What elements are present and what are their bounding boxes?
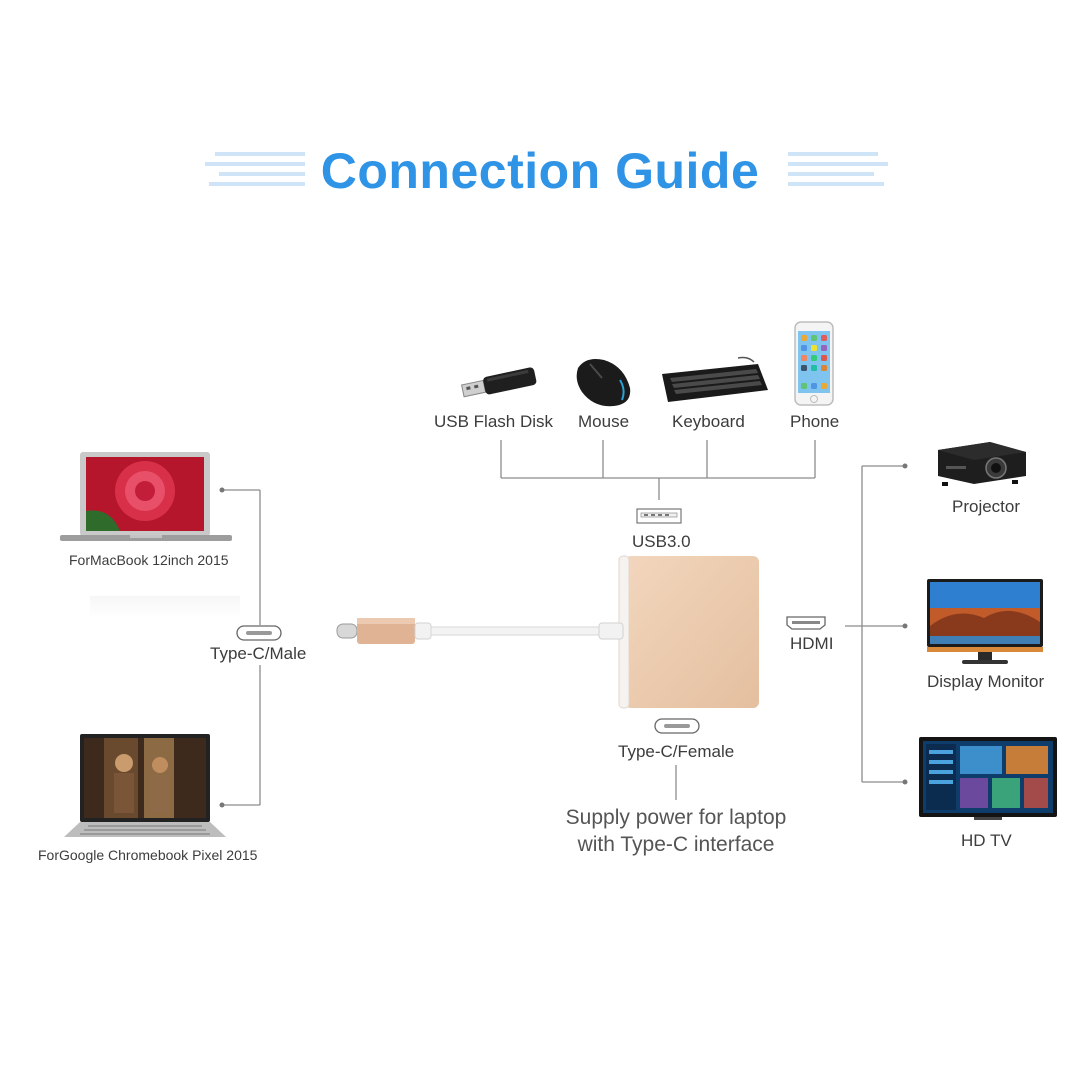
- macbook-label: ForMacBook 12inch 2015: [69, 552, 229, 568]
- power-note-line1: Supply power for laptop: [565, 806, 787, 829]
- type-c-cable: [335, 612, 625, 652]
- type-c-male-port-icon: [236, 625, 282, 641]
- type-c-male-label: Type-C/Male: [210, 644, 307, 663]
- power-note: Supply power for laptop with Type-C inte…: [520, 804, 832, 858]
- projector-icon: [930, 438, 1030, 488]
- macbook-icon: [60, 451, 232, 543]
- mouse-icon: [572, 356, 634, 408]
- chromebook-icon: [64, 733, 226, 843]
- chromebook-label: ForGoogle Chromebook Pixel 2015: [38, 847, 258, 863]
- usb-port-label: USB3.0: [632, 532, 691, 551]
- macbook-label-reflection: [90, 596, 240, 618]
- hdtv-icon: [918, 736, 1058, 822]
- adapter-body: [617, 552, 763, 712]
- monitor-label: Display Monitor: [927, 672, 1045, 691]
- keyboard-label: Keyboard: [672, 412, 745, 431]
- monitor-icon: [926, 578, 1044, 666]
- usb-flash-disk-label: USB Flash Disk: [434, 412, 554, 431]
- page-title: Connection Guide: [320, 143, 760, 199]
- mouse-label: Mouse: [578, 412, 630, 431]
- title-decor-right: [788, 150, 898, 192]
- title-decor-left: [205, 150, 315, 192]
- hdmi-port-label: HDMI: [790, 634, 834, 653]
- hdtv-label: HD TV: [961, 831, 1012, 850]
- type-c-female-port-icon: [654, 718, 700, 734]
- projector-label: Projector: [952, 497, 1021, 516]
- phone-icon: [794, 321, 834, 406]
- usb-flash-disk-icon: [458, 366, 542, 400]
- power-note-line2: with Type-C interface: [577, 833, 775, 856]
- usb-port-icon: [636, 507, 682, 525]
- keyboard-icon: [658, 356, 770, 406]
- phone-label: Phone: [790, 412, 840, 431]
- hdmi-port-icon: [786, 615, 826, 631]
- type-c-female-label: Type-C/Female: [618, 742, 735, 761]
